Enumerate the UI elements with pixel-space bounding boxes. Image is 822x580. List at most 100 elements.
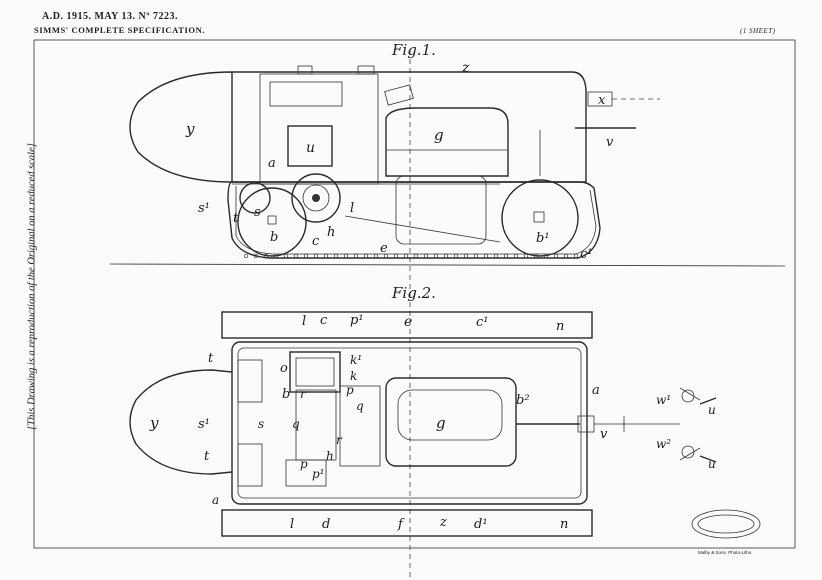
fig1-exhaust <box>384 84 414 106</box>
fig1-tank <box>385 107 509 177</box>
fig1-label-l: l <box>350 201 354 216</box>
fig2-label-k1: k¹ <box>350 353 362 367</box>
fig1-engine-housing <box>259 73 379 185</box>
track-link <box>573 253 579 259</box>
fig2-title: Fig.2. <box>391 284 436 302</box>
fig2-label-k: k <box>350 369 357 383</box>
fig2-v-housing <box>577 415 595 433</box>
fig2-label-p1-top: p¹ <box>350 313 364 328</box>
patent-date-number: A.D. 1915. MAY 13. Nº 7223. <box>42 11 179 22</box>
fig2-spring-upper <box>237 359 263 403</box>
fig2-label-w2: w² <box>656 437 671 451</box>
track-link <box>343 253 349 259</box>
fig1-label-e: e <box>380 241 388 256</box>
fig2-nose-cone <box>129 369 233 475</box>
track-link <box>303 253 309 259</box>
fig2-label-p1-bottom: p¹ <box>312 467 325 481</box>
fig2-label-s1: s¹ <box>198 417 210 432</box>
fig2-label-d1: d¹ <box>474 517 488 532</box>
fig2-switch-u-bottom <box>699 455 717 463</box>
fig2-label-c1: c¹ <box>476 315 489 330</box>
fig2-hull-outline <box>231 341 588 505</box>
track-link <box>473 253 479 259</box>
fig1-label-v: v <box>606 135 614 150</box>
fig2-label-l-bottom: l <box>290 517 294 532</box>
fig1-rear-wheel-b <box>237 187 307 257</box>
fig1-label-a: a <box>268 156 276 171</box>
fig2-label-o: o <box>280 361 288 376</box>
track-link <box>513 253 519 259</box>
fig2-label-n-top: n <box>556 319 564 334</box>
office-stamp-inner <box>697 514 755 534</box>
track-link <box>393 253 399 259</box>
fig2-hull-inner <box>237 347 582 499</box>
fig1-hull <box>232 71 587 183</box>
track-link <box>263 253 269 259</box>
fig1-track-links <box>243 253 579 259</box>
fig1-label-z: z <box>461 60 470 76</box>
fig1-motor <box>287 125 333 167</box>
fig1-vent-1 <box>297 65 313 75</box>
fig2-top-track <box>221 311 593 339</box>
track-link <box>273 253 279 259</box>
fig1-vent-2 <box>357 65 375 75</box>
fig1-nose-cone <box>129 71 233 183</box>
track-link <box>433 253 439 259</box>
fig1-title: Fig.1. <box>391 41 436 59</box>
fig1-label-u: u <box>306 140 315 156</box>
fig2-label-c: c <box>320 313 328 328</box>
track-link <box>333 253 339 259</box>
fig2-coil-w1 <box>681 389 695 403</box>
fig1-label-y: y <box>185 120 195 138</box>
track-link <box>243 253 249 259</box>
fig2-label-q-left: q <box>292 417 300 431</box>
fig2-spring-lower <box>237 443 263 487</box>
fig1-label-s1: s¹ <box>198 201 210 216</box>
fig1-track <box>227 181 601 259</box>
track-link <box>543 253 549 259</box>
track-link <box>323 253 329 259</box>
fig2-label-t-top: t <box>208 351 214 366</box>
fig1-label-t: t <box>233 211 239 226</box>
track-link <box>443 253 449 259</box>
specification-title: SIMMS' COMPLETE SPECIFICATION. <box>34 25 206 35</box>
track-link <box>383 253 389 259</box>
fig2-label-u-bottom: u <box>708 457 716 471</box>
track-link <box>503 253 509 259</box>
fig2-wire-w <box>679 387 701 461</box>
track-link <box>423 253 429 259</box>
fig1-label-c: c <box>312 234 320 249</box>
fig2-label-f: f <box>397 517 405 532</box>
fig2-label-q-right: q <box>356 399 364 413</box>
fig2-engine-top <box>397 389 503 441</box>
fig2-label-p-bottom: p <box>300 457 308 471</box>
fig1-front-wheel-b1 <box>501 179 579 257</box>
fig1-hatch <box>269 81 343 107</box>
fig2-label-n-bottom: n <box>560 517 568 532</box>
fig1-front-axle <box>533 211 545 223</box>
fig2-switch-u-top <box>699 397 717 405</box>
fig2-gear-h <box>285 459 327 487</box>
track-link <box>413 253 419 259</box>
fig2-label-b2: b² <box>516 393 530 408</box>
fig2-bottom-track <box>221 509 593 537</box>
fig2-label-r-mid: r <box>336 433 343 447</box>
fig2-label-l-top: l <box>302 314 306 329</box>
fig2-coil-w2 <box>681 445 695 459</box>
fig1-gear-h-axle <box>312 194 320 202</box>
fig2-label-t-bottom: t <box>204 449 210 464</box>
drawing-border <box>33 39 796 549</box>
track-link <box>553 253 559 259</box>
fig1-sprocket-s <box>239 182 271 214</box>
fig1-ground-line <box>109 263 786 267</box>
fig1-rear-axle <box>267 215 277 225</box>
track-link <box>353 253 359 259</box>
fig2-gearbox-inner <box>295 357 335 387</box>
fig2-label-w1: w¹ <box>656 393 671 407</box>
fig1-gear-h <box>291 173 341 223</box>
fig1-label-b: b <box>270 230 278 245</box>
sheet-count: (1 SHEET) <box>740 27 776 35</box>
office-stamp <box>691 509 761 539</box>
fig2-label-y: y <box>149 414 159 432</box>
